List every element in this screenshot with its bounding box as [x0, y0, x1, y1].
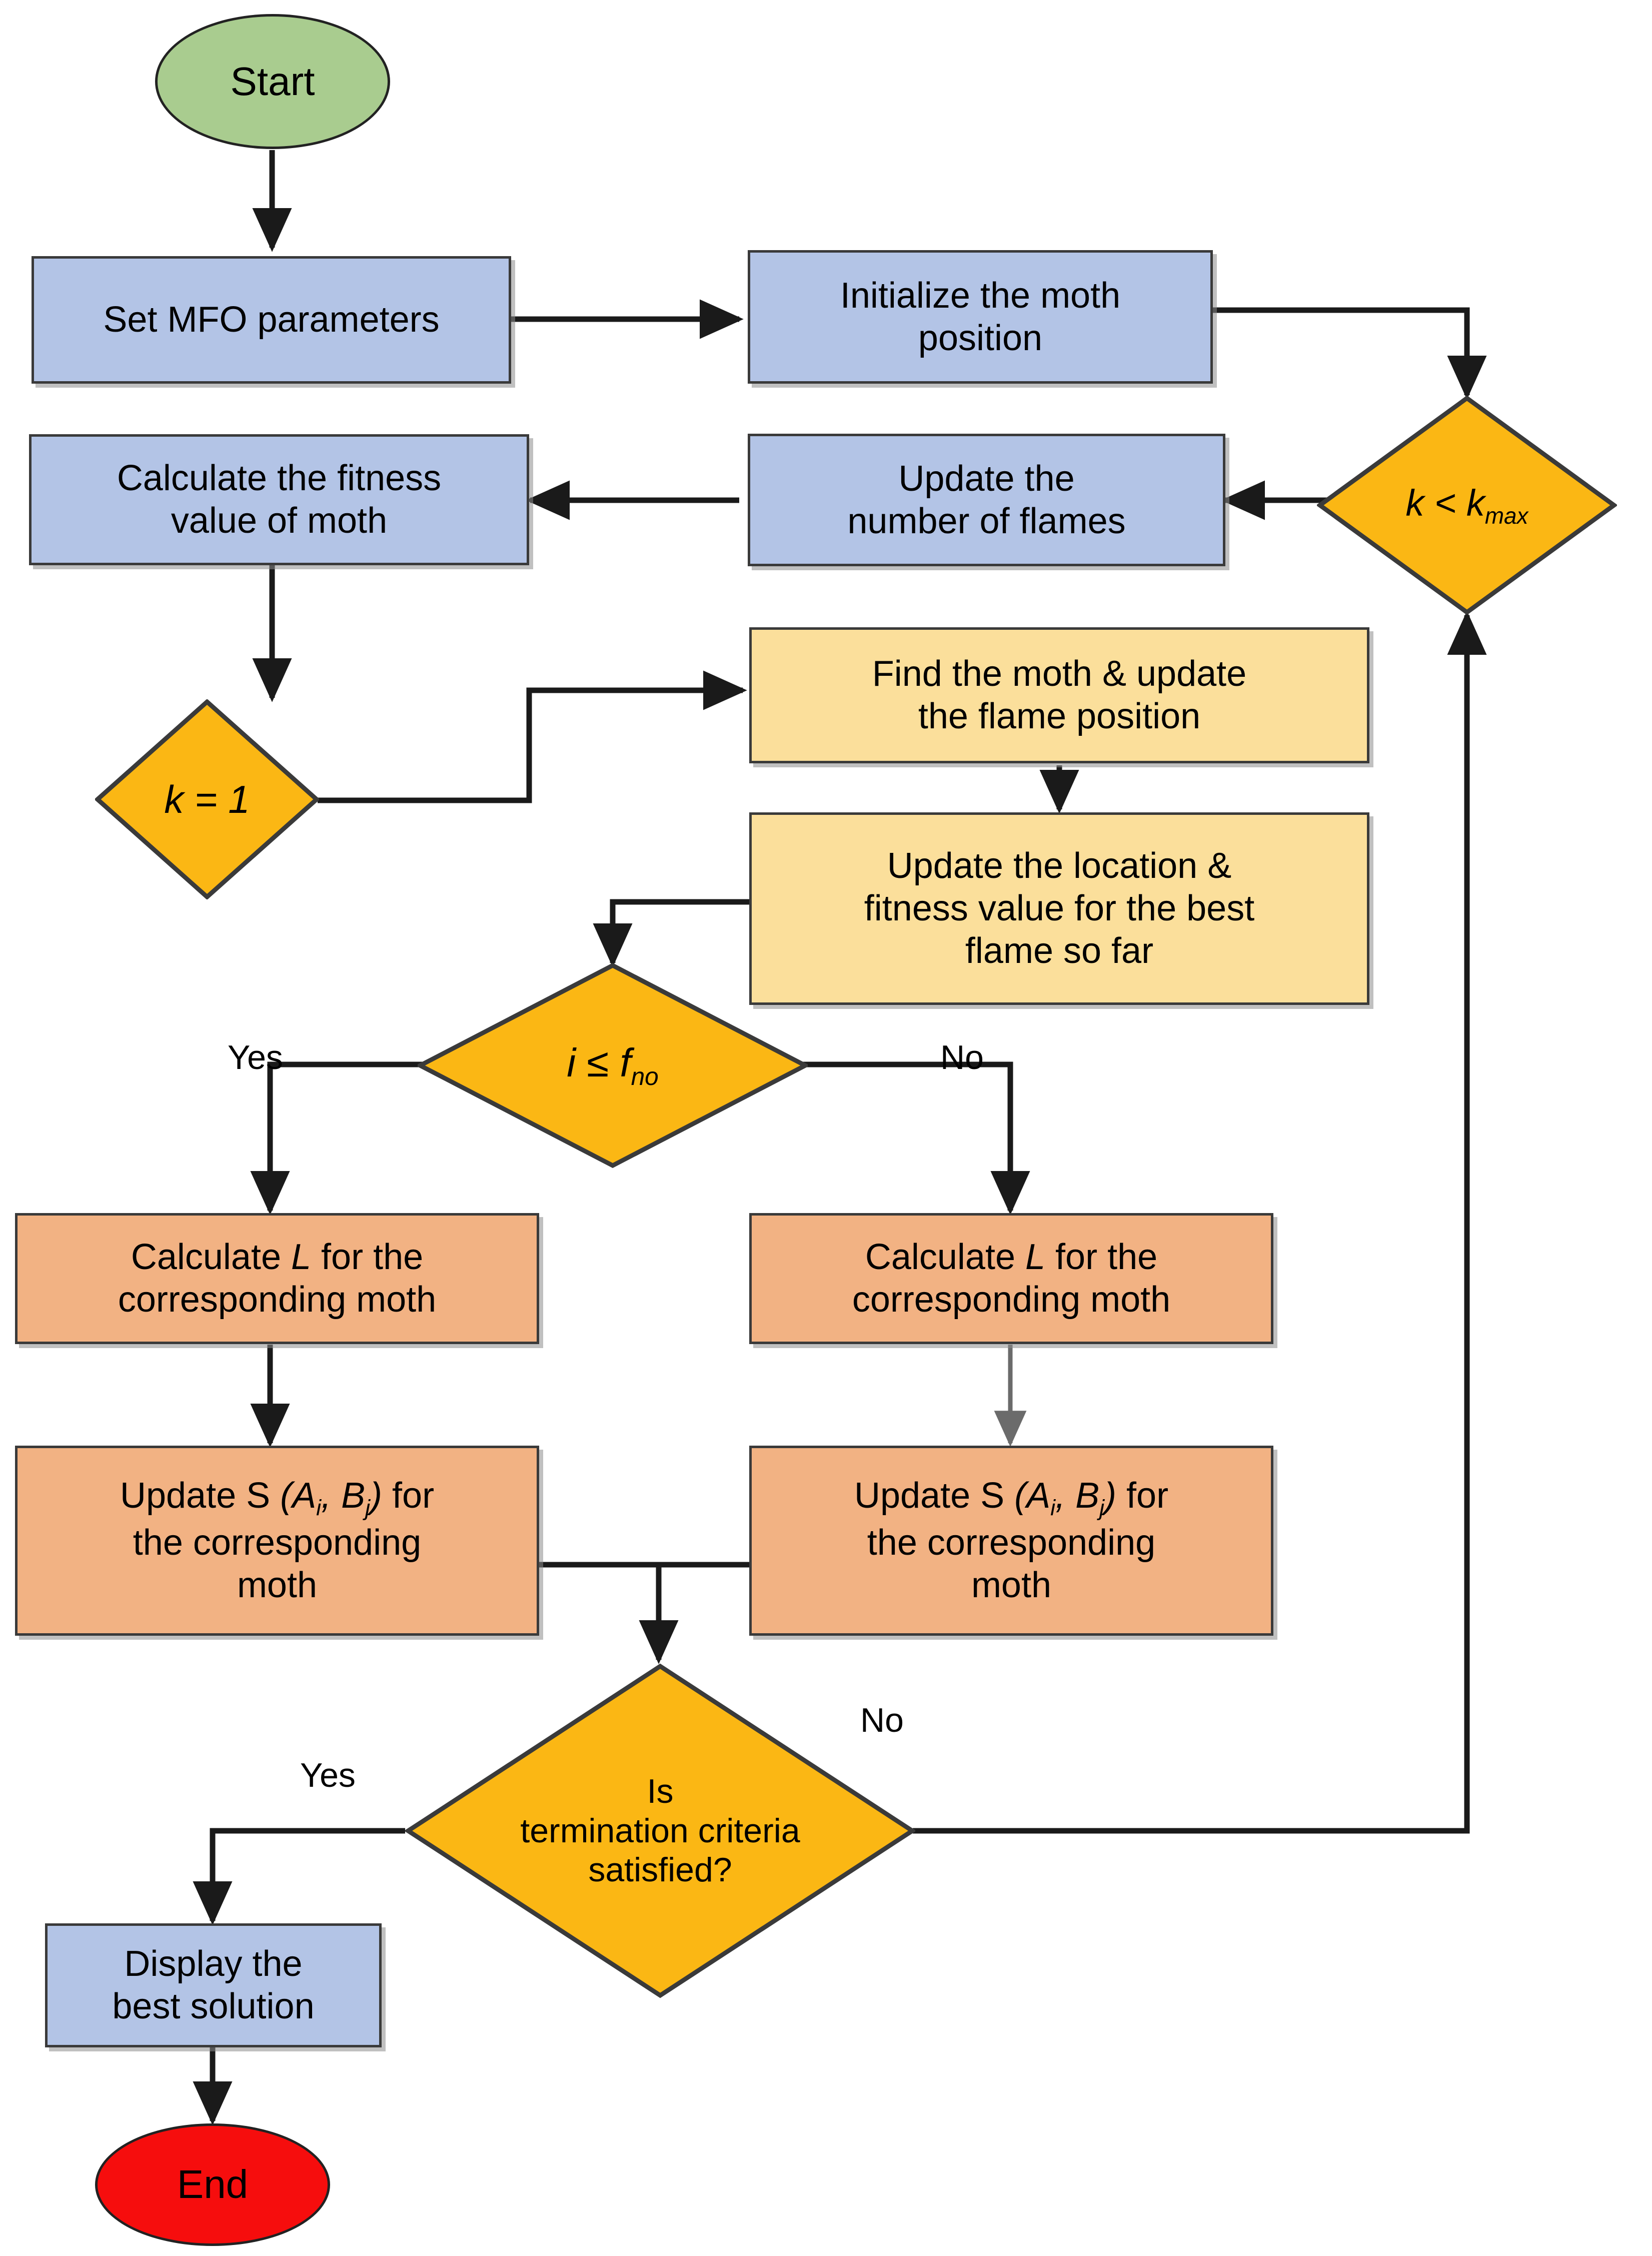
edge-updateS-left-to-termination: [537, 1562, 679, 1664]
node-decision-termination-label: Is termination criteria satisfied?: [520, 1772, 800, 1889]
edge-label-ifno-yes: Yes: [228, 1038, 283, 1076]
node-update-S-left[interactable]: Update S (Ai, Bj) for the corresponding …: [15, 1446, 539, 1636]
node-decision-k-eq-1[interactable]: k = 1: [95, 699, 319, 899]
node-calculate-L-right[interactable]: Calculate L for the corresponding moth: [749, 1213, 1273, 1344]
diamond-shape-termination: [405, 1663, 915, 1998]
node-calculate-fitness-value-label: Calculate the fitness value of moth: [117, 458, 442, 541]
node-find-moth-update-flame-label: Find the moth & update the flame positio…: [872, 654, 1247, 736]
node-initialize-moth-position-label: Initialize the moth position: [840, 275, 1121, 358]
edge-label-termination-yes: Yes: [300, 1756, 356, 1794]
node-update-S-right-label: Update S (Ai, Bj) for the corresponding …: [854, 1476, 1169, 1606]
node-decision-k-eq-1-label: k = 1: [164, 777, 250, 821]
node-calculate-L-right-label: Calculate L for the corresponding moth: [852, 1237, 1171, 1320]
node-update-S-right[interactable]: Update S (Ai, Bj) for the corresponding …: [749, 1446, 1273, 1636]
edge-k1-to-findmoth: [318, 670, 747, 803]
edge-ifno-yes-to-calcL-left: [250, 1061, 428, 1215]
node-update-location-fitness-best-flame[interactable]: Update the location & fitness value for …: [749, 812, 1369, 1005]
node-start-label: Start: [230, 59, 315, 104]
node-decision-i-le-fno-label: i ≤ fno: [567, 1040, 659, 1090]
node-update-number-of-flames-label: Update the number of flames: [847, 458, 1126, 541]
node-set-mfo-parameters-label: Set MFO parameters: [103, 300, 440, 340]
edge-init-to-kmax: [1212, 307, 1487, 400]
edge-label-ifno-no: No: [940, 1038, 984, 1076]
node-decision-k-lt-kmax[interactable]: k < kmax: [1317, 395, 1617, 615]
node-start[interactable]: Start: [155, 14, 390, 149]
diamond-shape-k-eq-1: [95, 699, 319, 899]
edge-ifno-no-to-calcL-right: [800, 1061, 1030, 1215]
node-calculate-L-left[interactable]: Calculate L for the corresponding moth: [15, 1213, 539, 1344]
edge-termination-yes-to-display: [193, 1828, 405, 1925]
diamond-shape-k-lt-kmax: [1317, 395, 1617, 615]
node-decision-k-lt-kmax-label: k < kmax: [1405, 482, 1528, 529]
node-end-label: End: [177, 2162, 249, 2207]
diamond-shape-i-le-fno: [418, 963, 808, 1168]
node-calculate-fitness-value[interactable]: Calculate the fitness value of moth: [29, 434, 529, 565]
node-display-best-solution[interactable]: Display the best solution: [45, 1923, 382, 2047]
node-update-number-of-flames[interactable]: Update the number of flames: [748, 434, 1225, 566]
node-set-mfo-parameters[interactable]: Set MFO parameters: [32, 256, 511, 384]
node-decision-termination[interactable]: Is termination criteria satisfied?: [405, 1663, 915, 1998]
node-end[interactable]: End: [95, 2123, 330, 2246]
node-update-location-fitness-best-flame-label: Update the location & fitness value for …: [864, 846, 1255, 971]
node-display-best-solution-label: Display the best solution: [112, 1944, 315, 2026]
edge-updateloc-to-ifno: [593, 899, 756, 967]
node-initialize-moth-position[interactable]: Initialize the moth position: [748, 250, 1213, 384]
node-find-moth-update-flame[interactable]: Find the moth & update the flame positio…: [749, 627, 1369, 763]
edge-label-termination-no: No: [860, 1701, 904, 1739]
node-calculate-L-left-label: Calculate L for the corresponding moth: [118, 1237, 437, 1320]
node-decision-i-le-fno[interactable]: i ≤ fno: [418, 963, 808, 1168]
node-update-S-left-label: Update S (Ai, Bj) for the corresponding …: [120, 1476, 435, 1606]
